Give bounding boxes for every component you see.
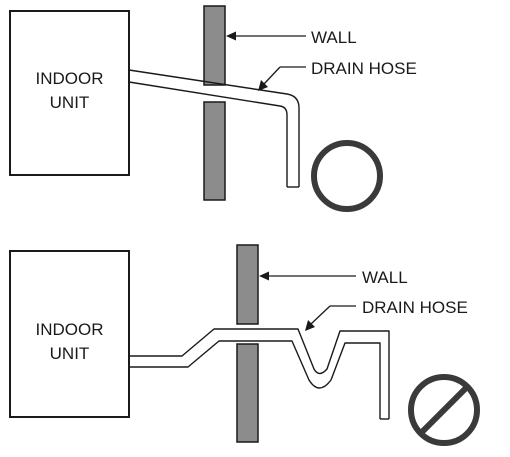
wall-lower-segment (236, 343, 259, 443)
drain-hose-callout: DRAIN HOSE (305, 298, 468, 331)
indoor-unit-label-line2: UNIT (50, 93, 90, 112)
indoor-unit-box (9, 250, 130, 418)
wall-callout: WALL (226, 28, 357, 47)
wall-callout: WALL (259, 268, 408, 287)
indoor-unit-label-line1: INDOOR (36, 320, 104, 339)
drain-hose-callout: DRAIN HOSE (258, 59, 417, 91)
correct-installation-panel: INDOOR UNIT WALL DRAIN HOSE (9, 5, 417, 212)
wall-label: WALL (362, 268, 408, 287)
drain-hose-label: DRAIN HOSE (362, 298, 468, 317)
incorrect-installation-panel: INDOOR UNIT WALL DRAIN HOSE (9, 244, 480, 446)
wall-label: WALL (311, 28, 357, 47)
indoor-unit-label-line1: INDOOR (36, 69, 104, 88)
drain-hose-sloped (128, 69, 300, 188)
indoor-unit-label-line2: UNIT (50, 344, 90, 363)
drain-hose-wavy (129, 328, 390, 420)
wall-upper-segment (236, 244, 259, 325)
drain-hose-label: DRAIN HOSE (311, 59, 417, 78)
correct-circle-icon (311, 140, 383, 212)
wall-lower-segment (203, 101, 226, 201)
prohibited-icon (408, 374, 480, 446)
indoor-unit-box (9, 10, 130, 176)
wall-upper-segment (203, 5, 226, 86)
